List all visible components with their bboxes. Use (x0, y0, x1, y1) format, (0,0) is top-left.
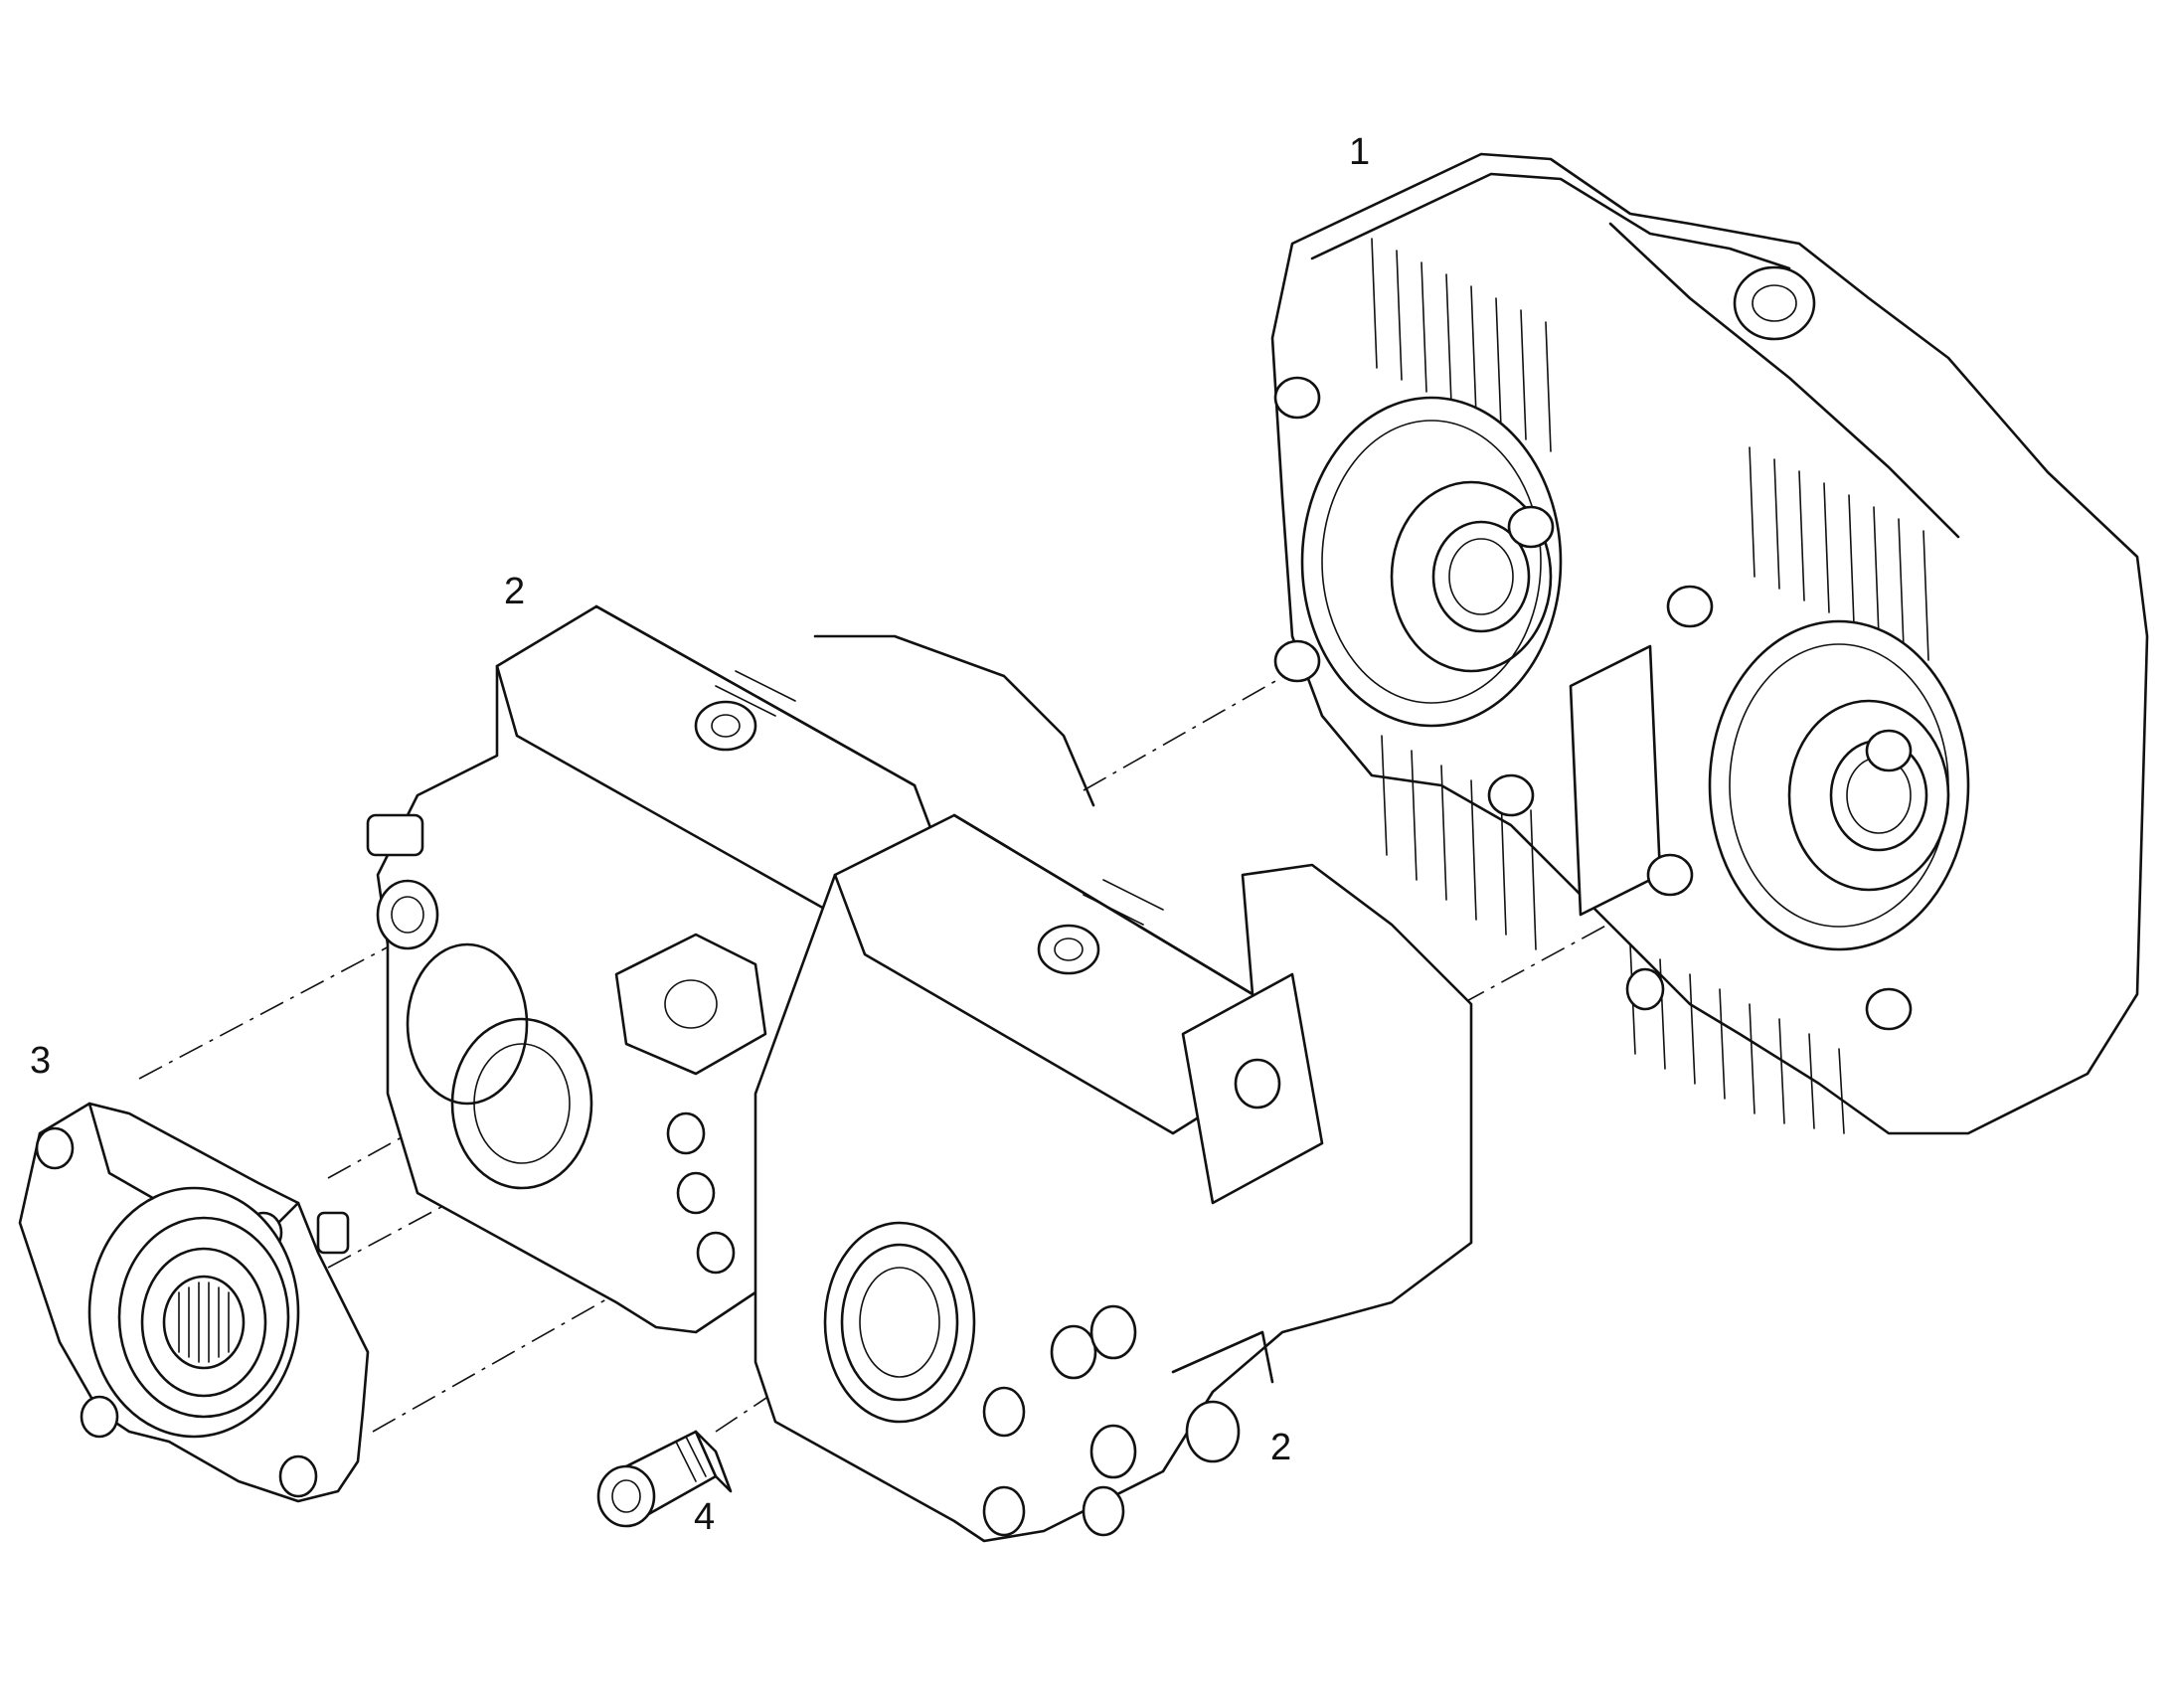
gearbox-housing (1270, 152, 2149, 1135)
callout-4: 4 (694, 1496, 716, 1538)
callout-2-top: 2 (504, 571, 526, 612)
valve-block (1569, 644, 1662, 917)
axis-line (138, 943, 394, 1080)
hydraulic-pump-front (753, 813, 1473, 1543)
upper-output-flange (1300, 396, 1563, 728)
mounting-bolts (1273, 376, 1913, 1031)
adapter-flange (18, 1102, 370, 1503)
lower-output-flange (1708, 619, 1970, 951)
axis-line (372, 1281, 637, 1433)
cooling-fins-top (1371, 238, 1929, 661)
axis-line (327, 1112, 617, 1269)
splined-coupling (596, 1430, 733, 1528)
callout-2-bottom: 2 (1270, 1427, 1292, 1468)
lifting-eye (1733, 265, 1816, 341)
callout-3: 3 (30, 1040, 52, 1082)
callout-1: 1 (1349, 131, 1371, 173)
